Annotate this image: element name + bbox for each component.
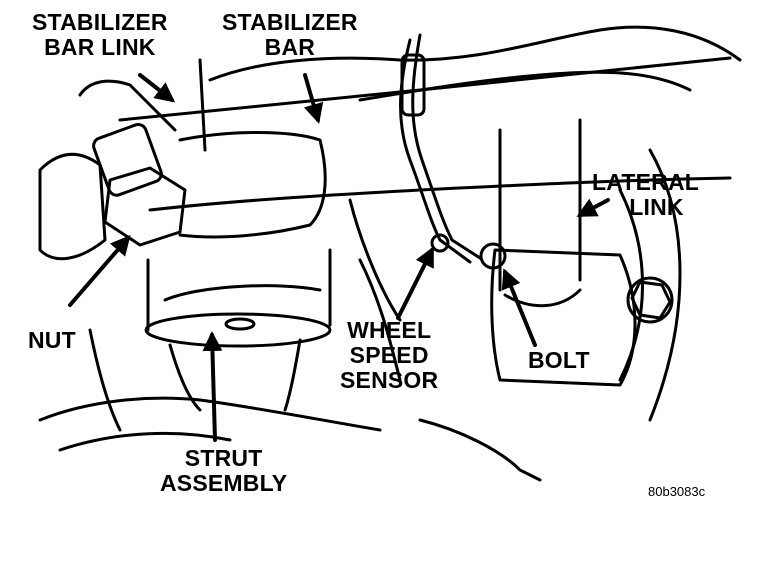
arrow-stabilizer-bar	[303, 73, 324, 124]
label-line: STRUT	[184, 445, 263, 471]
label-line: BOLT	[528, 347, 590, 373]
arrow-strut-assembly	[202, 331, 223, 442]
label-line: ASSEMBLY	[160, 470, 288, 496]
strut-body	[146, 248, 332, 332]
label-line: SPEED	[349, 342, 429, 368]
link-rod	[78, 79, 177, 132]
bar-end	[178, 131, 327, 239]
label-line: BAR LINK	[44, 34, 156, 60]
sensor-cable	[399, 38, 472, 264]
body-panel	[208, 25, 742, 82]
body-panel-lower	[358, 70, 692, 102]
figure-code: 80b3083c	[648, 484, 706, 499]
arrow-wheel-speed-sensor	[396, 246, 434, 320]
arrow-stabilizer-bar-link	[138, 73, 176, 103]
strut-spring	[168, 338, 302, 412]
stabilizer-bar	[118, 56, 732, 122]
lower-shape	[38, 396, 382, 432]
label-nut: NUT	[28, 328, 76, 353]
bolt-head	[479, 242, 507, 270]
strut-top	[144, 312, 332, 348]
label-bolt: BOLT	[528, 348, 590, 373]
label-line: SENSOR	[340, 367, 439, 393]
label-stabilizer-bar: STABILIZER BAR	[222, 10, 358, 60]
lateral-link	[498, 118, 582, 292]
label-line: BAR	[264, 34, 316, 60]
arrow-lateral-link	[576, 198, 610, 217]
arrow-nut	[68, 234, 131, 307]
label-wheel-speed-sensor: WHEEL SPEED SENSOR	[340, 318, 438, 393]
label-line: WHEEL	[347, 317, 432, 343]
label-stabilizer-bar-link: STABILIZER BAR LINK	[32, 10, 168, 60]
label-line: STABILIZER	[32, 9, 168, 35]
label-strut-assembly: STRUT ASSEMBLY	[160, 446, 287, 496]
label-lateral-link: LATERAL LINK	[592, 170, 699, 220]
label-line: STABILIZER	[222, 9, 358, 35]
label-line: LATERAL	[592, 169, 700, 195]
label-line: LINK	[629, 194, 684, 220]
arrow-bolt	[501, 268, 537, 347]
label-line: NUT	[28, 327, 76, 353]
